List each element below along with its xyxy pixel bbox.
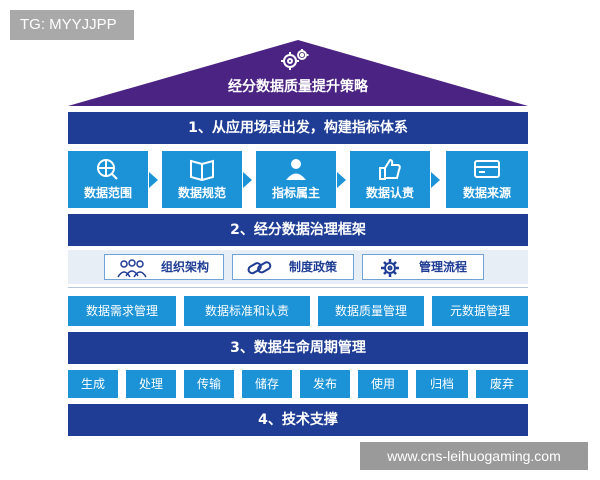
tile-label: 数据范围 [83, 186, 132, 200]
roof-triangle [68, 40, 528, 106]
management-item: 数据需求管理 [68, 296, 176, 326]
lifecycle-stage: 归档 [416, 370, 468, 398]
policy-label: 管理流程 [419, 260, 468, 274]
gear-icon [281, 49, 309, 70]
tile-data-specification: 数据规范 [162, 151, 242, 208]
book-icon [190, 159, 214, 181]
lifecycle-stage: 储存 [242, 370, 292, 398]
lifecycle-stage: 处理 [126, 370, 176, 398]
thumbs-up-icon [379, 158, 401, 180]
policy-label: 制度政策 [289, 260, 338, 274]
tile-label: 数据规范 [177, 186, 226, 200]
lifecycle-stage: 废弃 [476, 370, 528, 398]
band-governance-framework: 2、经分数据治理框架 [68, 214, 528, 246]
tile-label: 指标属主 [271, 186, 320, 200]
arrow-right-icon [243, 172, 252, 188]
lifecycle-stage: 生成 [68, 370, 118, 398]
link-icon [247, 261, 272, 275]
management-item: 数据质量管理 [318, 296, 424, 326]
policy-regulation: 制度政策 [232, 254, 354, 280]
policy-label: 组织架构 [161, 260, 210, 274]
policy-process: 管理流程 [362, 254, 484, 280]
band-application-scenarios: 1、从应用场景出发，构建指标体系 [68, 112, 528, 144]
lifecycle-stage: 传输 [184, 370, 234, 398]
gear-icon [381, 259, 399, 277]
tile-indicator-owner: 指标属主 [256, 151, 336, 208]
tile-data-scope: 数据范围 [68, 151, 148, 208]
roof-title: 经分数据质量提升策略 [228, 79, 368, 95]
arrow-right-icon [337, 172, 346, 188]
band-lifecycle-management: 3、数据生命周期管理 [68, 332, 528, 364]
watermark-tag: TG: MYYJJPP [10, 10, 134, 40]
lifecycle-stage: 发布 [300, 370, 350, 398]
tile-label: 数据来源 [462, 186, 511, 200]
card-icon [474, 160, 500, 178]
search-globe-icon [97, 159, 118, 180]
management-item: 元数据管理 [432, 296, 528, 326]
watermark-url: www.cns-leihuogaming.com [360, 442, 588, 470]
band-technical-support: 4、技术支撑 [68, 404, 528, 436]
arrow-right-icon [431, 172, 440, 188]
management-item: 数据标准和认责 [184, 296, 310, 326]
lifecycle-stage: 使用 [358, 370, 408, 398]
divider [68, 287, 528, 288]
arrow-right-icon [149, 172, 158, 188]
tile-label: 数据认责 [365, 186, 414, 200]
policy-organization: 组织架构 [104, 254, 224, 280]
people-group-icon [117, 259, 147, 278]
tile-data-source: 数据来源 [446, 151, 528, 208]
person-icon [286, 159, 306, 180]
tile-data-accountability: 数据认责 [350, 151, 430, 208]
